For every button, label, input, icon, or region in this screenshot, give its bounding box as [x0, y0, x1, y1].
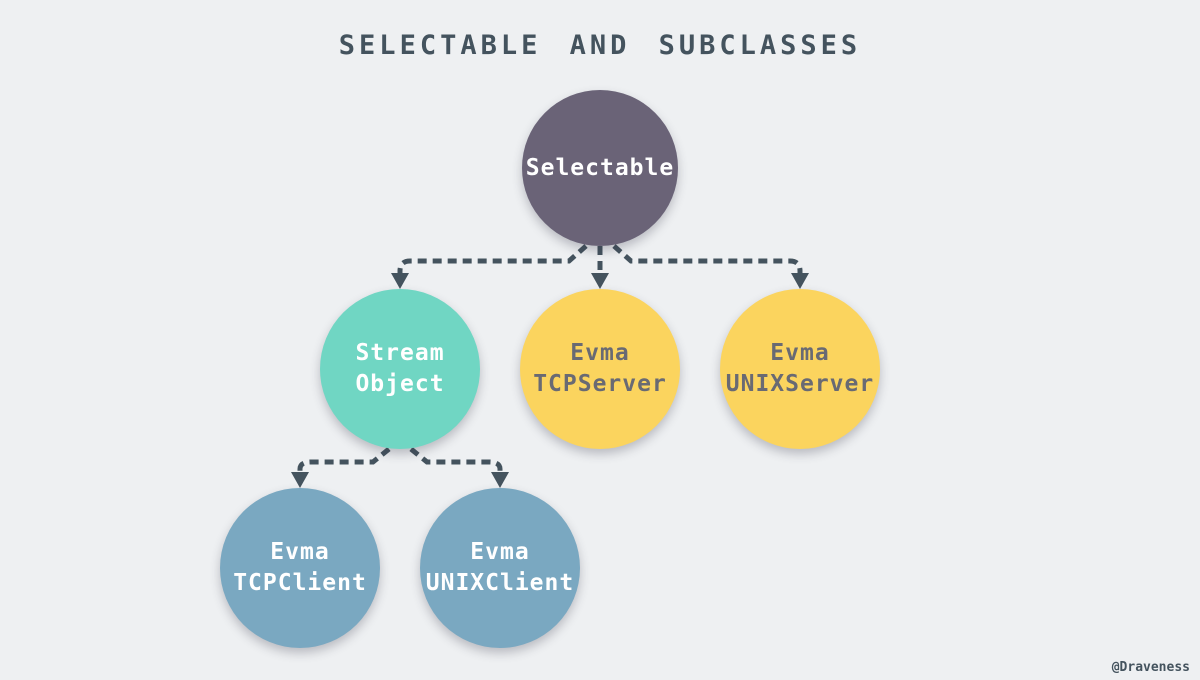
node-label: UNIXClient — [425, 570, 575, 596]
node-label: Evma — [470, 539, 530, 565]
edge-stream-object-to-evma-tcpclient — [291, 447, 391, 488]
node-evma-tcpserver: Evma TCPServer — [520, 289, 680, 449]
node-evma-tcpclient: Evma TCPClient — [220, 488, 380, 648]
node-label: Stream — [355, 340, 445, 366]
edge-selectable-to-evma-unixserver — [612, 244, 809, 289]
node-label: TCPServer — [533, 371, 667, 397]
node-label: TCPClient — [233, 570, 367, 596]
edge-selectable-to-stream-object — [391, 244, 588, 289]
node-label: Object — [355, 371, 445, 397]
edge-stream-object-to-evma-unixclient — [409, 447, 509, 488]
node-stream-object: Stream Object — [320, 289, 480, 449]
node-label: Evma — [570, 340, 630, 366]
node-label: UNIXServer — [725, 371, 875, 397]
watermark: @Draveness — [1111, 660, 1190, 675]
diagram-title: SELECTABLE AND SUBCLASSES — [338, 30, 862, 61]
node-selectable: Selectable — [522, 90, 678, 246]
node-label: Selectable — [525, 154, 675, 181]
node-label: Evma — [770, 340, 830, 366]
node-evma-unixserver: Evma UNIXServer — [720, 289, 880, 449]
node-label: Evma — [270, 539, 330, 565]
node-evma-unixclient: Evma UNIXClient — [420, 488, 580, 648]
